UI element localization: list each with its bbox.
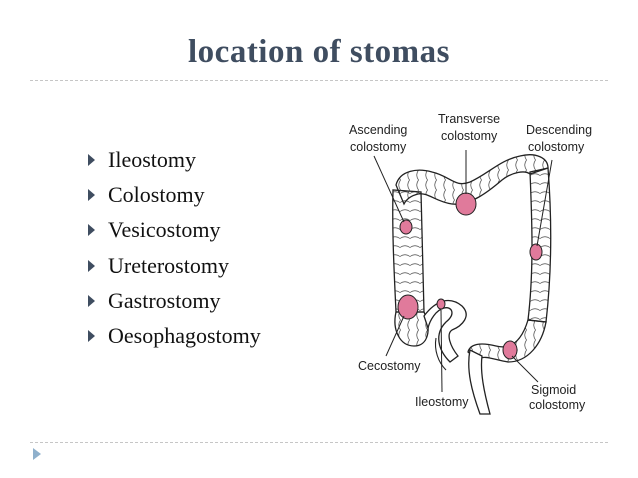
list-item-text: Oesophagostomy bbox=[108, 322, 261, 348]
ileostomy-stoma-icon bbox=[436, 298, 446, 310]
bottom-divider bbox=[30, 442, 608, 443]
footer-arrow-icon bbox=[33, 448, 41, 460]
descending-colostomy-label: Descending colostomy bbox=[526, 123, 596, 154]
sigmoid-colon bbox=[467, 319, 547, 415]
cecum-ileum bbox=[394, 299, 467, 371]
slide-title: location of stomas bbox=[188, 34, 450, 70]
bullet-arrow-icon bbox=[88, 329, 95, 342]
bullet-arrow-icon bbox=[88, 294, 95, 307]
transverse-stoma-icon bbox=[455, 192, 477, 216]
descending-stoma-icon bbox=[529, 243, 543, 261]
bullet-arrow-icon bbox=[88, 154, 95, 166]
bullet-arrow-icon bbox=[88, 224, 95, 237]
stoma-markers bbox=[397, 192, 543, 360]
top-divider bbox=[30, 80, 608, 81]
sigmoid-stoma-icon bbox=[502, 340, 518, 360]
list-item-text: Vesicostomy bbox=[108, 217, 221, 243]
colon-stoma-diagram: Ascending colostomy Transverse colostomy… bbox=[349, 112, 596, 415]
cecostomy-stoma-icon bbox=[397, 294, 419, 320]
list-item-text: Colostomy bbox=[108, 182, 205, 208]
list-item-text: Gastrostomy bbox=[108, 287, 221, 313]
list-item-text: Ureterostomy bbox=[108, 252, 229, 278]
bullet-arrow-icon bbox=[88, 259, 95, 272]
leader-lines bbox=[373, 150, 553, 393]
transverse-colostomy-label: Transverse colostomy bbox=[438, 112, 504, 143]
list-item-text: Ileostomy bbox=[108, 147, 196, 172]
sigmoid-colostomy-label: Sigmoid colostomy bbox=[529, 383, 586, 412]
bullet-arrow-icon bbox=[88, 189, 95, 202]
cecostomy-label: Cecostomy bbox=[358, 359, 421, 373]
ascending-colostomy-label: Ascending colostomy bbox=[349, 123, 411, 154]
ileostomy-label: Ileostomy bbox=[415, 395, 469, 409]
ascending-stoma-icon bbox=[399, 219, 413, 235]
